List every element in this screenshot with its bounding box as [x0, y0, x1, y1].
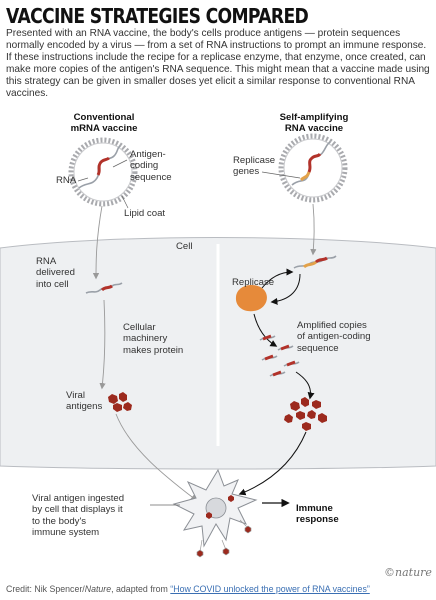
- arrow-replicase-to-rna: [261, 268, 294, 289]
- arrow-to-apc-left: [115, 413, 198, 501]
- replicase-genes-label: Replicase genes: [233, 155, 276, 178]
- arrow-delivery: [92, 205, 103, 280]
- replicase-enzyme: [235, 285, 267, 312]
- antigen-coding-label: Antigen- coding sequence: [130, 149, 172, 183]
- antigen-coding-sequence: [96, 156, 111, 176]
- self-amplifying-vaccine-particle: [278, 133, 348, 203]
- arrow-to-apc-right: [238, 431, 307, 496]
- displayed-antigens: [196, 519, 252, 558]
- arrow-rna-to-replicase: [270, 273, 301, 305]
- amplified-antigen-cluster: [284, 397, 327, 431]
- nature-logo: ©nature: [384, 566, 432, 579]
- replicase-genes: [299, 171, 311, 182]
- amplified-copies-label: Amplified copies of antigen-coding seque…: [297, 320, 371, 354]
- rna-delivered-label: RNA delivered into cell: [36, 256, 75, 290]
- amplified-copies: [259, 334, 300, 377]
- arrow-copies-to-antigens: [295, 371, 315, 400]
- replicase-label: Replicase: [232, 277, 275, 288]
- credit-line: Credit: Nik Spencer/Nature, adapted from…: [6, 584, 370, 594]
- source-article-link[interactable]: “How COVID unlocked the power of RNA vac…: [170, 584, 370, 594]
- cell-label: Cell: [176, 241, 193, 252]
- cellular-machinery-label: Cellular machinery makes protein: [123, 322, 184, 356]
- conventional-heading: Conventional mRNA vaccine: [70, 112, 138, 135]
- credit-middle: , adapted from: [111, 584, 171, 594]
- arrow-translation: [99, 299, 106, 390]
- page-title: VACCINE STRATEGIES COMPARED: [6, 4, 309, 28]
- viral-antigen-cluster: [108, 392, 132, 412]
- delivered-rna: [85, 282, 123, 294]
- viral-antigen-ingested-label: Viral antigen ingested by cell that disp…: [32, 493, 125, 539]
- delivered-self-amplifying-rna: [293, 255, 337, 269]
- arrow-delivery-right: [310, 203, 317, 256]
- rna-label: RNA: [56, 175, 77, 186]
- arrow-replicase-to-copies: [253, 313, 278, 347]
- intro-paragraph: Presented with an RNA vaccine, the body'…: [6, 28, 430, 99]
- credit-prefix: Credit: Nik Spencer/: [6, 584, 85, 594]
- conventional-vaccine-particle: [68, 137, 138, 207]
- lipid-coat-label: Lipid coat: [124, 208, 166, 219]
- self-amplifying-heading: Self-amplifying RNA vaccine: [279, 112, 349, 135]
- credit-journal: Nature: [84, 584, 112, 594]
- immune-response-label: Immune response: [296, 503, 339, 526]
- antigen-presenting-cell: [172, 468, 258, 548]
- viral-antigens-label: Viral antigens: [66, 390, 103, 413]
